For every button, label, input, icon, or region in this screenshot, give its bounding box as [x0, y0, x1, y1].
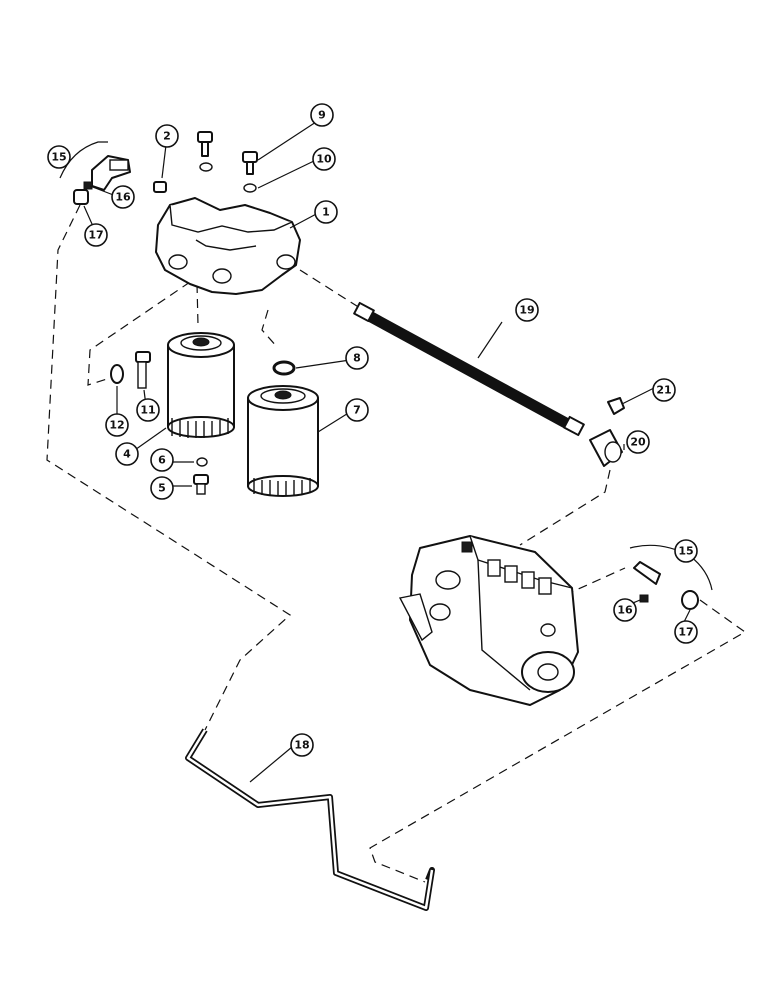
- fuel-hose: [353, 301, 585, 437]
- svg-text:15: 15: [51, 151, 66, 164]
- bolt-part: [135, 351, 151, 389]
- banjo-fitting: [589, 429, 623, 467]
- svg-text:4: 4: [123, 448, 131, 461]
- drain-washer: [196, 457, 208, 467]
- svg-text:1: 1: [322, 206, 330, 219]
- filter-head: [155, 197, 301, 295]
- callout-16-left: 16: [111, 185, 135, 209]
- protective-cap: [607, 397, 625, 415]
- callout-6: 6: [150, 448, 174, 472]
- callout-5: 5: [150, 476, 174, 500]
- svg-text:2: 2: [163, 130, 171, 143]
- svg-text:5: 5: [158, 482, 166, 495]
- svg-text:18: 18: [294, 739, 309, 752]
- callout-15-right: 15: [674, 539, 698, 563]
- callout-7: 7: [345, 398, 369, 422]
- callout-11: 11: [136, 398, 160, 422]
- fuel-return-tube: [185, 728, 435, 911]
- svg-text:15: 15: [678, 545, 693, 558]
- svg-text:6: 6: [158, 454, 166, 467]
- callout-17-right: 17: [674, 620, 698, 644]
- callout-21: 21: [652, 378, 676, 402]
- elbow-fitting-left: [73, 155, 131, 205]
- callout-9: 9: [310, 103, 334, 127]
- seal-ring: [272, 360, 296, 376]
- svg-text:7: 7: [353, 404, 361, 417]
- svg-text:19: 19: [519, 304, 534, 317]
- group-brackets: [59, 141, 713, 591]
- leader-lines: [83, 121, 691, 783]
- callout-16-right: 16: [613, 598, 637, 622]
- svg-text:11: 11: [140, 404, 155, 417]
- svg-text:8: 8: [353, 352, 361, 365]
- callout-2: 2: [155, 124, 179, 148]
- svg-text:16: 16: [617, 604, 633, 617]
- callout-17-left: 17: [84, 223, 108, 247]
- fuel-filter-left: [167, 332, 235, 438]
- callout-15-left: 15: [47, 145, 71, 169]
- callout-12: 12: [105, 413, 129, 437]
- dashed-routing-lines: [46, 204, 747, 883]
- svg-text:16: 16: [115, 191, 131, 204]
- callout-10: 10: [312, 147, 336, 171]
- callout-19: 19: [515, 298, 539, 322]
- callout-18: 18: [290, 733, 314, 757]
- svg-text:10: 10: [316, 153, 332, 166]
- elbow-fitting-right: [633, 561, 699, 610]
- plug-part: [153, 181, 167, 193]
- svg-text:12: 12: [109, 419, 124, 432]
- washer-part: [110, 364, 124, 384]
- svg-text:21: 21: [656, 384, 671, 397]
- callout-4: 4: [115, 442, 139, 466]
- fuel-injection-pump: [398, 535, 579, 706]
- callout-1: 1: [314, 200, 338, 224]
- bleed-screw-left: [197, 131, 213, 172]
- callout-20: 20: [626, 430, 650, 454]
- svg-text:9: 9: [318, 109, 326, 122]
- bleed-screw-right: [242, 151, 258, 193]
- svg-text:17: 17: [88, 229, 103, 242]
- svg-text:17: 17: [678, 626, 693, 639]
- callout-8: 8: [345, 346, 369, 370]
- drain-plug: [193, 474, 209, 495]
- svg-text:20: 20: [630, 436, 646, 449]
- fuel-filter-right: [247, 385, 319, 497]
